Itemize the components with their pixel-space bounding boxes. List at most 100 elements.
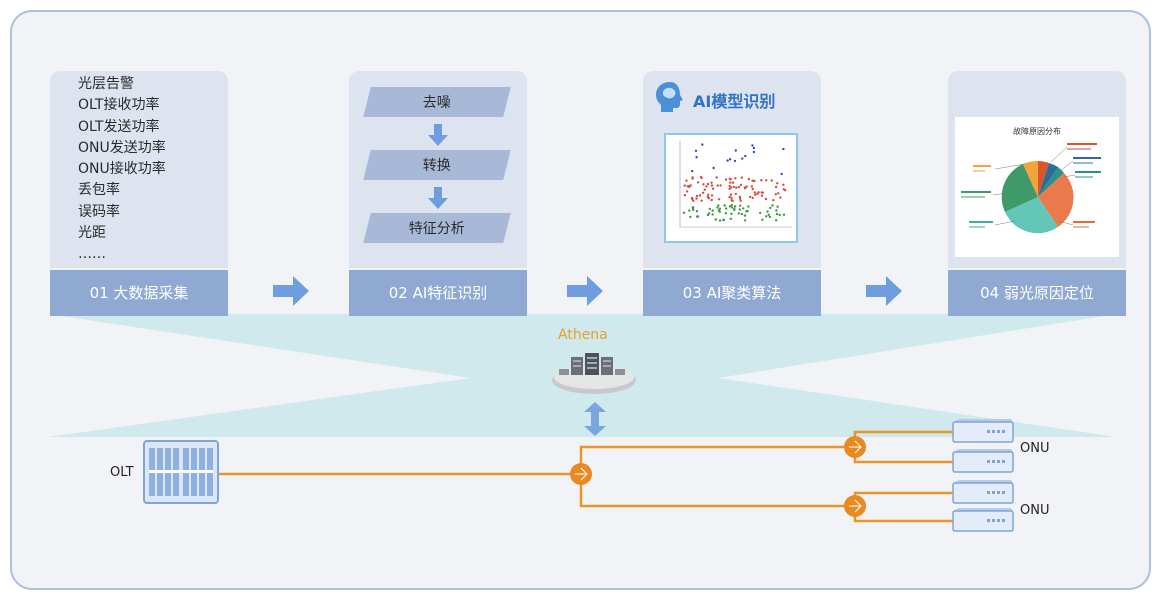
scatter-point — [683, 194, 687, 197]
scatter-point — [765, 179, 768, 182]
scatter-point — [753, 179, 756, 183]
scatter-point — [757, 191, 760, 194]
step-label-1: 01 大数据采集 — [50, 268, 228, 316]
down-arrow-icon — [428, 187, 448, 209]
splitter-icon — [844, 436, 866, 458]
scatter-point — [775, 209, 778, 212]
scatter-point — [761, 218, 764, 221]
scatter-point — [685, 179, 688, 182]
scatter-point — [747, 205, 750, 208]
scatter-point — [691, 177, 694, 180]
bidirectional-arrow-icon — [584, 402, 606, 436]
scatter-point — [759, 211, 762, 215]
scatter-point — [734, 149, 737, 152]
olt-device-icon — [143, 440, 219, 504]
scatter-point — [699, 175, 703, 179]
scatter-point — [724, 207, 728, 210]
metric-item: OLT接收功率 — [78, 97, 160, 114]
onu-device-icon — [952, 449, 1014, 473]
scatter-point — [728, 195, 731, 199]
scatter-point — [698, 194, 702, 197]
scatter-point — [691, 206, 695, 209]
scatter-point — [767, 213, 770, 216]
scatter-point — [695, 210, 699, 213]
scatter-point — [689, 215, 692, 219]
metric-item: …… — [78, 246, 106, 263]
scatter-point — [717, 209, 720, 212]
scatter-point — [730, 206, 734, 209]
scatter-point — [782, 213, 786, 216]
scatter-point — [710, 184, 714, 187]
scatter-point — [694, 149, 698, 152]
scatter-point — [746, 209, 749, 213]
flow-arrow-icon — [567, 276, 603, 306]
scatter-point — [682, 211, 686, 214]
scatter-point — [730, 203, 733, 207]
scatter-point — [754, 193, 757, 196]
scatter-point — [695, 156, 698, 159]
scatter-point — [683, 184, 686, 187]
brain-head-icon — [656, 82, 683, 112]
scatter-point — [768, 215, 772, 219]
scatter-axis — [679, 141, 792, 228]
scatter-point — [751, 179, 754, 182]
scatter-point — [708, 212, 711, 215]
scatter-point — [729, 181, 732, 184]
scatter-point — [692, 199, 695, 202]
scatter-point — [688, 209, 691, 212]
onu-device-icon — [952, 480, 1014, 504]
scatter-point — [690, 196, 694, 200]
onu-device-icon — [952, 508, 1014, 532]
scatter-point — [770, 179, 773, 182]
metric-item: ONU发送功率 — [78, 139, 166, 156]
onu-label-1: ONU — [1020, 441, 1050, 456]
pie-slice — [1023, 160, 1038, 197]
step-label-4: 04 弱光原因定位 — [948, 268, 1126, 316]
scatter-point — [765, 215, 768, 218]
scatter-point — [776, 182, 779, 185]
scatter-point — [739, 183, 743, 187]
scatter-point — [701, 143, 704, 146]
pie-slice — [1001, 164, 1038, 212]
pie-slice — [1005, 197, 1058, 234]
scatter-point — [700, 199, 703, 202]
scatter-point — [701, 191, 705, 194]
scatter-point — [751, 187, 754, 191]
athena-label: Athena — [558, 327, 608, 343]
scatter-point — [716, 206, 719, 209]
metric-list: 光层告警 OLT接收功率 OLT发送功率 ONU发送功率 ONU接收功率 丢包率… — [78, 74, 166, 266]
scatter-point — [710, 194, 714, 197]
scatter-point — [714, 218, 717, 221]
onu-label-2: ONU — [1020, 503, 1050, 518]
scatter-point — [737, 212, 740, 215]
scatter-point — [731, 199, 734, 202]
scatter-point — [695, 194, 699, 198]
scatter-point — [764, 197, 768, 201]
server-rack-icon — [552, 353, 636, 394]
scatter-point — [752, 150, 756, 154]
flow-arrow-icon — [866, 276, 902, 306]
scatter-point — [739, 199, 742, 202]
down-arrow-icon — [428, 124, 448, 146]
scatter-point — [711, 187, 715, 190]
pie-slice — [1038, 161, 1049, 197]
scatter-point — [719, 184, 722, 187]
scatter-point — [752, 146, 756, 150]
scatter-point — [723, 204, 726, 207]
scatter-point — [739, 204, 742, 207]
scatter-point — [744, 154, 747, 158]
scatter-point — [726, 159, 729, 162]
scatter-point — [745, 185, 748, 188]
scatter-point — [730, 196, 733, 200]
pie-slice — [1038, 173, 1074, 227]
scatter-point — [706, 182, 710, 186]
scatter-point — [718, 207, 722, 210]
scatter-point — [712, 166, 715, 170]
olt-label: OLT — [110, 465, 134, 480]
scatter-thumbnail — [664, 133, 798, 243]
scatter-point — [703, 188, 706, 191]
scatter-point — [782, 188, 785, 191]
scatter-point — [731, 181, 735, 184]
splitter-icon — [844, 495, 866, 517]
scatter-point — [710, 198, 713, 202]
